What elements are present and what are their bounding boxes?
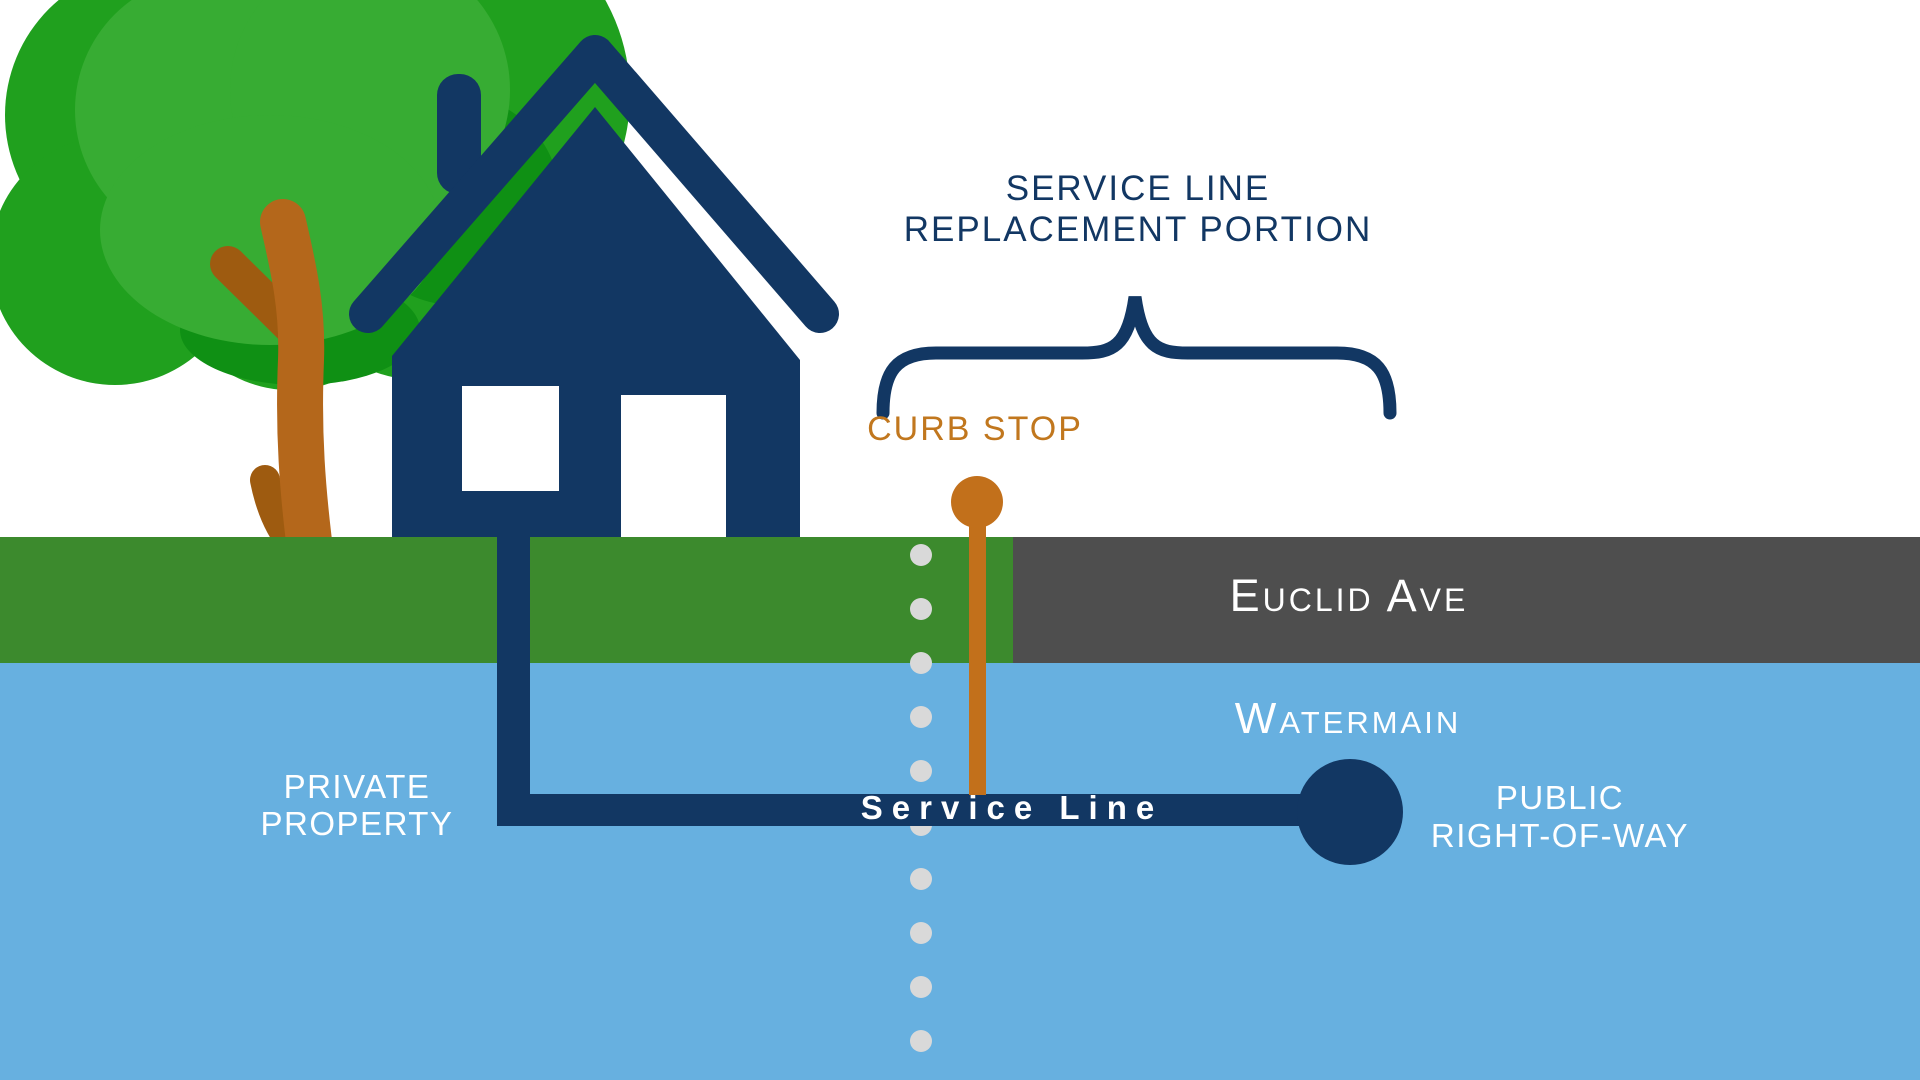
house-roof	[349, 35, 839, 333]
curb-stop-icon	[951, 476, 1003, 795]
service-line-label: Service Line	[860, 789, 1164, 826]
private-property-line-1: PRIVATE	[283, 768, 431, 805]
chimney	[437, 74, 481, 194]
private-property-label: PRIVATE PROPERTY	[157, 768, 557, 842]
title-line-2: REPLACEMENT PORTION	[903, 210, 1373, 249]
curb-stop-label: CURB STOP	[867, 410, 1083, 448]
title-line-1: SERVICE LINE	[1005, 169, 1271, 208]
service-line-pipe	[497, 520, 1310, 826]
house-icon	[349, 35, 839, 538]
street-label: Euclid Ave	[1229, 570, 1469, 621]
private-property-line-2: PROPERTY	[260, 805, 454, 842]
watermain-icon	[1297, 759, 1403, 865]
house-window	[462, 386, 559, 491]
brace-icon	[876, 296, 1397, 420]
title: SERVICE LINE REPLACEMENT PORTION	[788, 168, 1488, 250]
underground-area	[0, 663, 1920, 1080]
house-door	[621, 395, 726, 538]
watermain-label: Watermain	[1234, 694, 1462, 743]
public-right-of-way-line-2: RIGHT-OF-WAY	[1430, 817, 1690, 854]
road-strip	[1013, 537, 1920, 663]
public-right-of-way-line-1: PUBLIC	[1495, 779, 1625, 816]
public-right-of-way-label: PUBLIC RIGHT-OF-WAY	[1335, 779, 1785, 855]
